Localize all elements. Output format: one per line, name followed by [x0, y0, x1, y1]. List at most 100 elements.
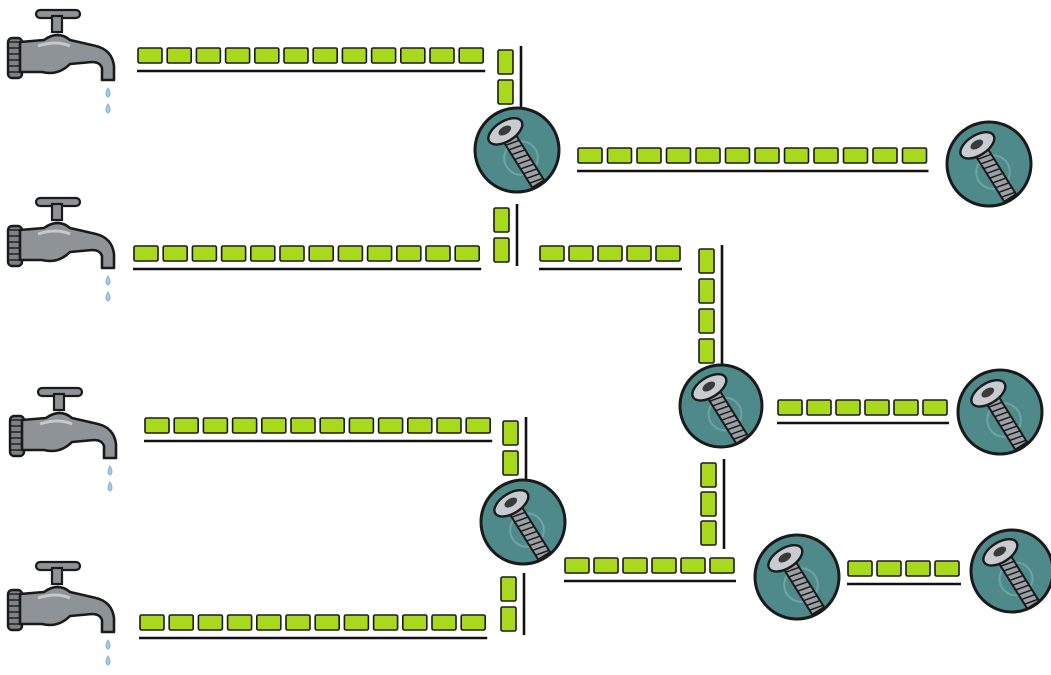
- bolt-in-circle-icon: [755, 535, 839, 621]
- pipe-block: [569, 246, 593, 261]
- pipe-block: [140, 615, 164, 630]
- pipe-block: [174, 418, 198, 433]
- pipe-block: [877, 561, 901, 576]
- pipe-block: [778, 400, 802, 415]
- pipe-block: [503, 421, 518, 445]
- pipe-block: [906, 561, 930, 576]
- pipe-block: [935, 561, 959, 576]
- pipe-block: [145, 418, 169, 433]
- pipe-block: [134, 246, 158, 261]
- pipe-block: [814, 148, 838, 163]
- pipe-block: [701, 463, 716, 487]
- pipe-block: [262, 418, 286, 433]
- pipe-block: [338, 246, 362, 261]
- pipe-block: [342, 48, 366, 63]
- pipe-block: [498, 50, 513, 74]
- pipe-block: [432, 615, 456, 630]
- pipe-block: [251, 246, 275, 261]
- pipe-block: [894, 400, 918, 415]
- pipe-block: [578, 148, 602, 163]
- pipe-block: [785, 148, 809, 163]
- pipe-block: [372, 48, 396, 63]
- pipe-block: [565, 558, 589, 573]
- pipe-block: [255, 48, 279, 63]
- pipe-block: [403, 615, 427, 630]
- pipe-block: [696, 148, 720, 163]
- pipe-block: [755, 148, 779, 163]
- bolt-in-circle-icon: [958, 370, 1042, 456]
- pipe-block: [598, 246, 622, 261]
- pipe-block: [163, 246, 187, 261]
- pipe-block: [379, 418, 403, 433]
- pipe-block: [503, 451, 518, 475]
- pipe-block: [226, 48, 250, 63]
- pipe-block: [836, 400, 860, 415]
- pipe-block: [349, 418, 373, 433]
- pipe-block: [198, 615, 222, 630]
- pipe-block: [284, 48, 308, 63]
- pipe-block: [138, 48, 162, 63]
- pipe-block: [408, 418, 432, 433]
- bolt-in-circle-icon: [680, 365, 762, 450]
- pipe-block: [455, 246, 479, 261]
- pipe-block: [501, 577, 516, 601]
- pipe-block: [627, 246, 651, 261]
- pipe-block: [726, 148, 750, 163]
- pipe-block: [374, 615, 398, 630]
- pipe-block: [426, 246, 450, 261]
- pipe-block: [498, 80, 513, 104]
- pipe-block: [309, 246, 333, 261]
- pipe-block: [167, 48, 191, 63]
- pipe-block: [667, 148, 691, 163]
- pipe-block: [286, 615, 310, 630]
- pipe-block: [540, 246, 564, 261]
- pipe-block: [320, 418, 344, 433]
- pipe-block: [873, 148, 897, 163]
- pipe-block: [291, 418, 315, 433]
- pipe-block: [807, 400, 831, 415]
- pipe-block: [397, 246, 421, 261]
- pipe-block: [313, 48, 337, 63]
- pipe-block: [608, 148, 632, 163]
- bolt-in-circle-icon: [481, 480, 565, 566]
- pipe-block: [501, 607, 516, 631]
- pipe-block: [903, 148, 927, 163]
- pipe-segment: [701, 463, 716, 545]
- pipe-block: [233, 418, 257, 433]
- pipe-block: [699, 249, 714, 273]
- pipe-block: [257, 615, 281, 630]
- pipe-block: [280, 246, 304, 261]
- pipe-block: [169, 615, 193, 630]
- bolt-in-circle-icon: [947, 122, 1031, 208]
- pipe-block: [437, 418, 461, 433]
- pipe-block: [203, 418, 227, 433]
- pipe-block: [494, 208, 509, 232]
- pipe-block: [623, 558, 647, 573]
- pipe-block: [401, 48, 425, 63]
- pipe-block: [637, 148, 661, 163]
- pipe-block: [699, 339, 714, 363]
- pipe-block: [466, 418, 490, 433]
- pipe-block: [844, 148, 868, 163]
- pipe-block: [368, 246, 392, 261]
- pipe-block: [344, 615, 368, 630]
- pipe-block: [228, 615, 252, 630]
- pipe-block: [594, 558, 618, 573]
- pipe-segment: [540, 246, 680, 261]
- pipe-block: [710, 558, 734, 573]
- pipe-block: [701, 521, 716, 545]
- pipe-block: [701, 492, 716, 516]
- pipe-block: [848, 561, 872, 576]
- pipe-block: [222, 246, 246, 261]
- bolt-in-circle-icon: [475, 108, 559, 194]
- pipe-block: [699, 309, 714, 333]
- pipe-block: [461, 615, 485, 630]
- pipe-block: [652, 558, 676, 573]
- pipe-block: [923, 400, 947, 415]
- pipe-block: [699, 279, 714, 303]
- pipe-block: [681, 558, 705, 573]
- pipe-block: [315, 615, 339, 630]
- pipe-block: [656, 246, 680, 261]
- pipe-block: [430, 48, 454, 63]
